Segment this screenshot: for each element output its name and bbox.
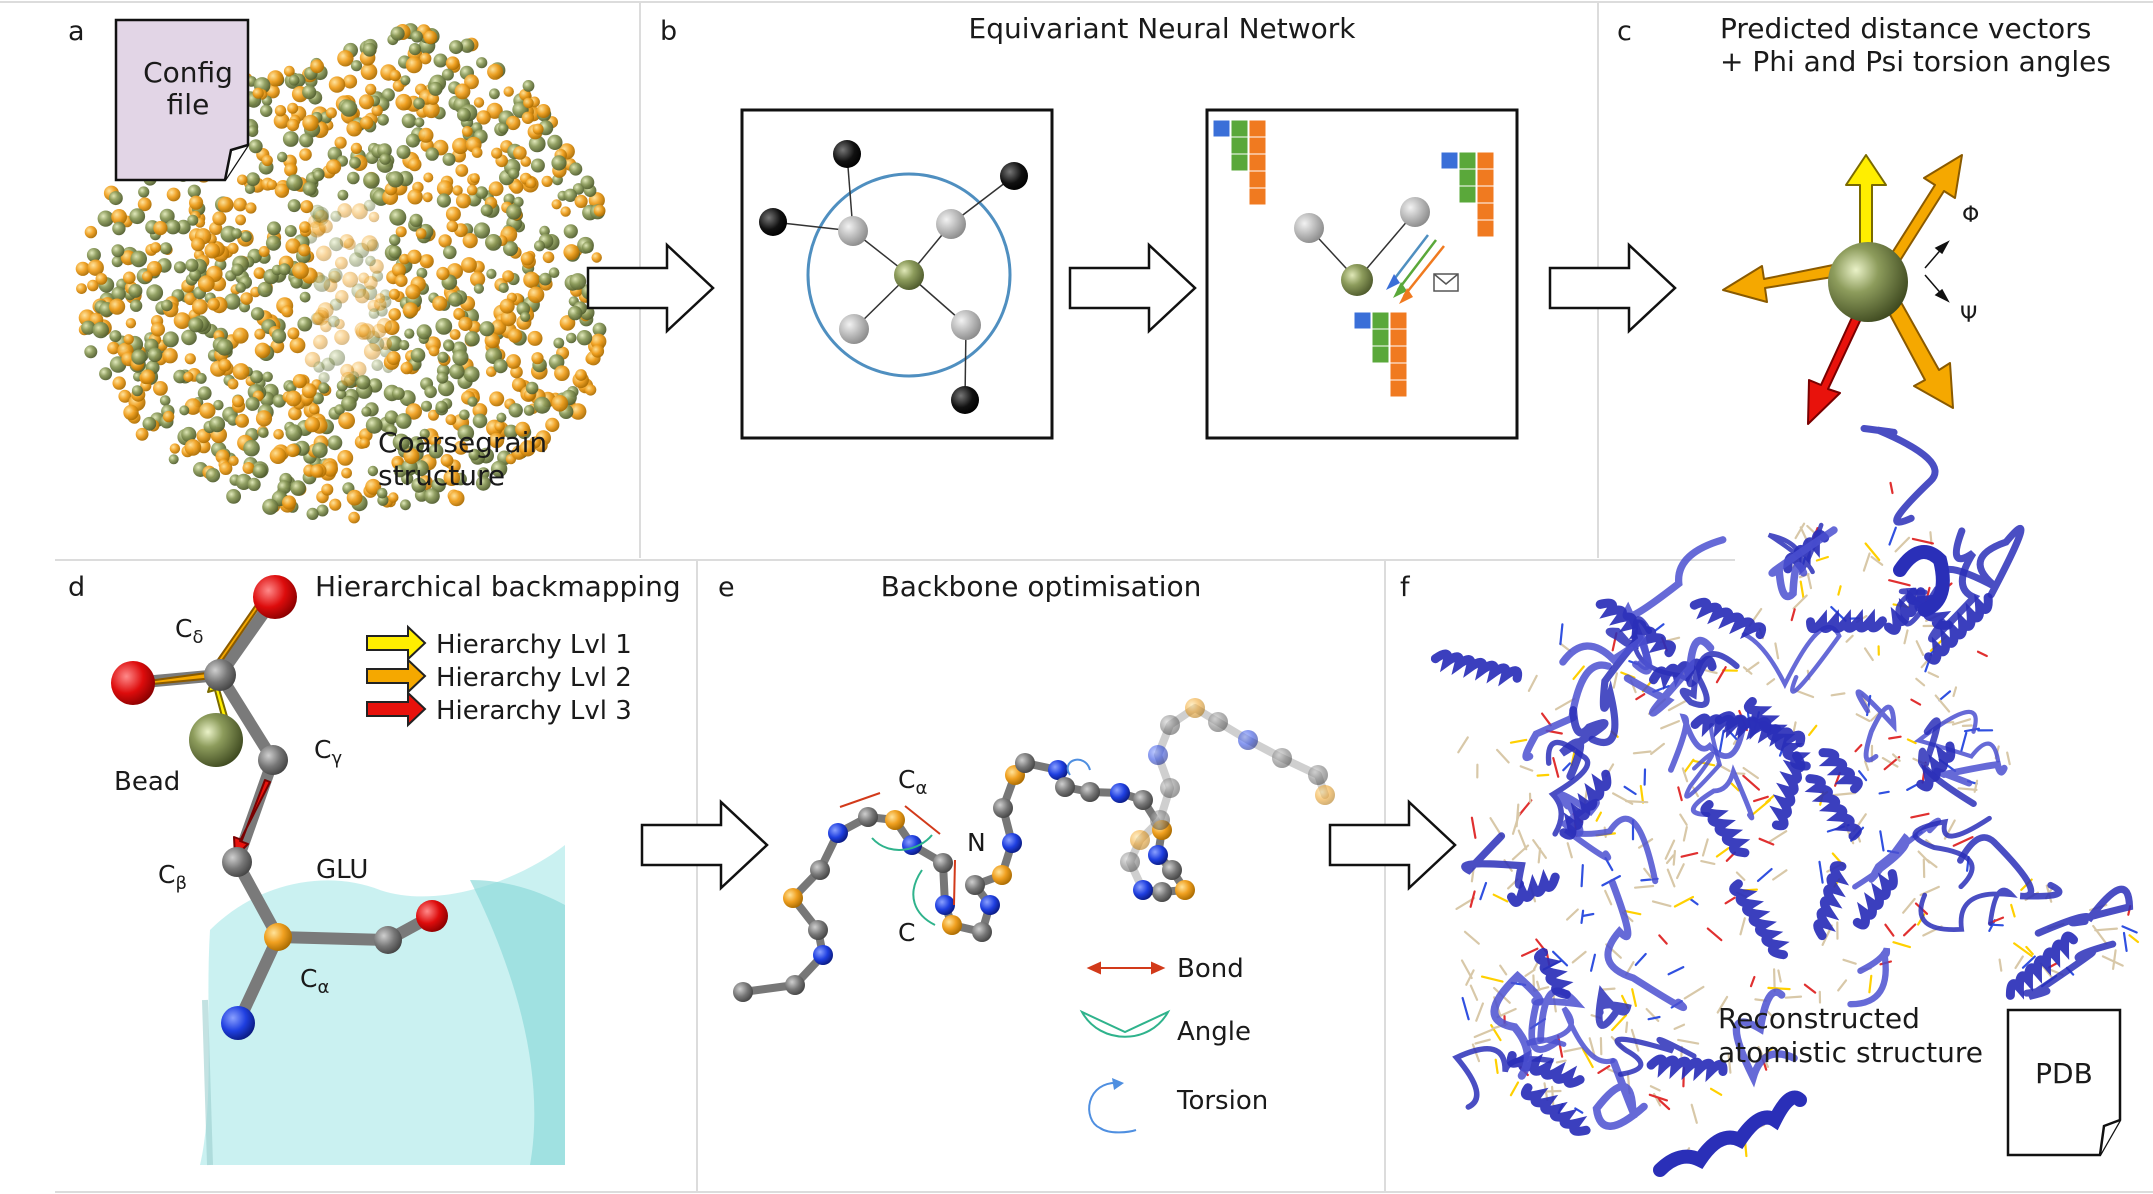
angle-legend-icon [1079, 1009, 1171, 1038]
graph-neighbourhood-box [740, 108, 1054, 440]
c-alpha-atom [264, 923, 292, 951]
residue-label: GLU [316, 855, 368, 885]
panel-c-title-line1: Predicted distance vectors [1720, 12, 2091, 45]
legend-lvl3: Hierarchy Lvl 3 [436, 696, 632, 726]
label-c-alpha: Cα [898, 765, 927, 799]
config-file-label-line2: file [167, 88, 210, 121]
legend-torsion: Torsion [1176, 1086, 1268, 1116]
bond-legend-icon [1086, 961, 1166, 975]
oxygen-atom [111, 661, 155, 705]
panel-e-title: Backbone optimisation [881, 570, 1202, 603]
phi-label: Φ [1962, 203, 1979, 228]
config-file-icon [114, 18, 250, 182]
bead-sphere [189, 713, 243, 767]
nitrogen-atom [221, 1006, 255, 1040]
panel-e: e Backbone optimisation Cα N C Bond Angl… [718, 570, 1335, 1134]
bond-annotations [839, 792, 956, 906]
message-arrows [1386, 234, 1445, 304]
panel-a: a Config file Coarsegrain structure [68, 16, 607, 524]
panel-e-letter: e [718, 572, 735, 603]
coarsegrain-bead [1828, 242, 1908, 322]
panel-b-title: Equivariant Neural Network [969, 12, 1357, 45]
coarsegrain-bead-cloud [75, 23, 607, 524]
envelope-icon [1433, 273, 1459, 292]
reconstructed-caption-line1: Reconstructed [1718, 1002, 1920, 1035]
pdb-file-icon [2006, 1008, 2122, 1157]
feature-vector-stack-2 [1440, 151, 1495, 238]
hierarchy-legend: Hierarchy Lvl 1 Hierarchy Lvl 2 Hierarch… [366, 624, 632, 728]
pdb-label: PDB [2035, 1057, 2093, 1090]
distance-vector-arrows [1722, 154, 1963, 425]
legend-lvl2: Hierarchy Lvl 2 [436, 663, 632, 693]
panel-d: d [68, 570, 681, 1166]
atomistic-protein-render [1430, 425, 2140, 1177]
optimisation-legend: Bond Angle Torsion [1079, 954, 1268, 1134]
torsion-annotation [1066, 758, 1091, 776]
legend-bond: Bond [1177, 954, 1244, 984]
panel-b: b Equivariant Neural Network [660, 12, 1519, 440]
angle-annotation [871, 834, 933, 851]
flow-arrow-b-to-c [1548, 242, 1677, 334]
panel-b-letter: b [660, 16, 677, 47]
c-beta-atom [222, 847, 252, 877]
c-gamma-atom [258, 745, 288, 775]
oxygen-atom [253, 575, 297, 619]
psi-label: Ψ [1960, 303, 1977, 328]
oxygen-atom [416, 900, 448, 932]
cutoff-radius-circle [806, 172, 1012, 378]
torsion-legend-icon [1088, 1081, 1137, 1134]
panel-a-letter: a [68, 16, 85, 47]
backbone-chain [733, 698, 1335, 1002]
panel-d-letter: d [68, 572, 85, 603]
panel-d-title: Hierarchical backmapping [315, 570, 681, 603]
flow-arrow-a-to-b [586, 242, 715, 334]
secondary-structure-ribbon [200, 845, 565, 1166]
config-file-label-line1: Config [143, 56, 233, 89]
flow-arrow-d-to-e [640, 799, 769, 891]
legend-lvl1: Hierarchy Lvl 1 [436, 630, 632, 660]
angle-annotation [912, 869, 936, 926]
feature-vector-stack-1 [1212, 119, 1267, 206]
flow-arrow-e-to-f [1328, 799, 1457, 891]
carbonyl-carbon [374, 926, 402, 954]
bead-label: Bead [114, 767, 180, 797]
panel-f-letter: f [1400, 572, 1411, 603]
coarsegrain-caption-line1: Coarsegrain [378, 426, 547, 459]
message-passing-box [1205, 108, 1519, 440]
flow-arrow-b-internal [1068, 242, 1197, 334]
panel-c: c Predicted distance vectors + Phi and P… [1617, 12, 2111, 425]
legend-angle: Angle [1177, 1017, 1251, 1047]
panel-f: f Reconstructed atomistic structure PDB [1400, 425, 2140, 1177]
panel-c-title-line2: + Phi and Psi torsion angles [1720, 45, 2111, 78]
c-delta-atom [204, 659, 236, 691]
label-c: C [898, 918, 915, 947]
reconstructed-caption-line2: atomistic structure [1718, 1036, 1983, 1069]
label-c-delta: Cδ [175, 614, 203, 648]
panel-c-letter: c [1617, 16, 1632, 47]
torsion-axes [1924, 240, 1950, 303]
label-c-gamma: Cγ [314, 735, 342, 769]
coarsegrain-caption-line2: structure [378, 459, 505, 492]
feature-vector-stack-3 [1353, 311, 1408, 398]
label-c-beta: Cβ [158, 860, 187, 894]
label-n: N [967, 828, 986, 857]
label-c-alpha: Cα [300, 964, 329, 998]
